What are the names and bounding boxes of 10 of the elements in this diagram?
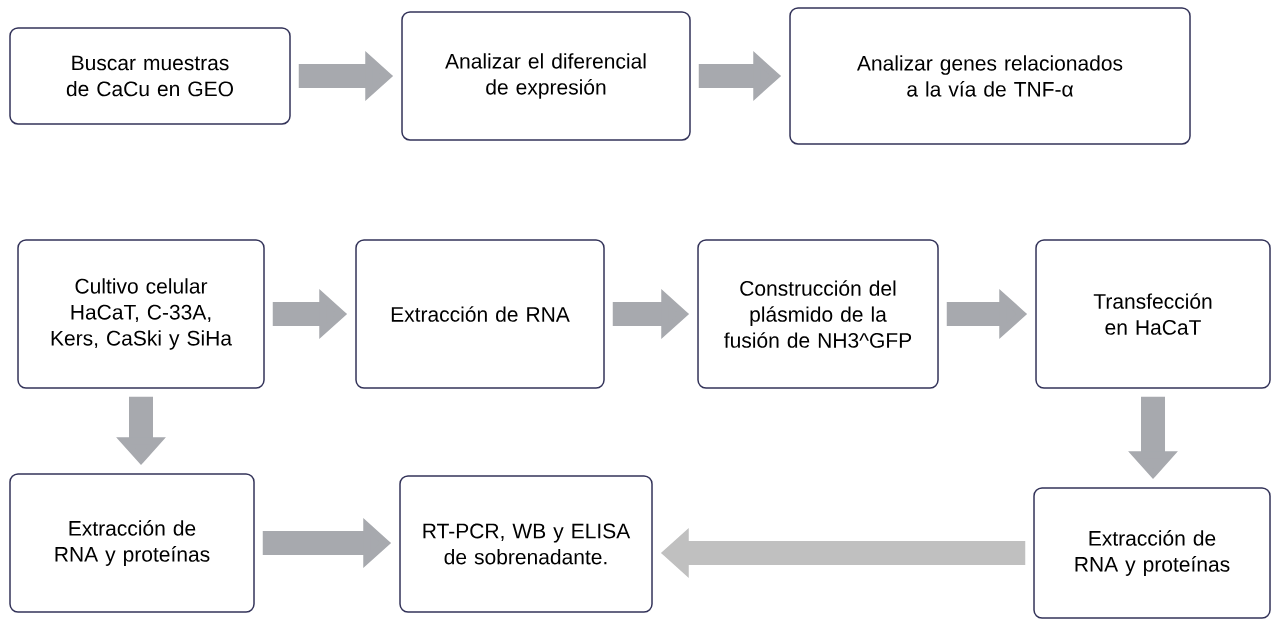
process-box: Construcción del plásmido de la fusión de NH3^GFP (697, 239, 939, 389)
process-box: Analizar el diferencial de expresión (401, 11, 691, 141)
process-box: Cultivo celular HaCaT, C-33A, Kers, CaSki y SiHa (17, 239, 265, 389)
process-box: Buscar muestras de CaCu en GEO (9, 27, 291, 125)
process-box: Extracción de RNA y proteínas (9, 473, 255, 613)
process-box: RT-PCR, WB y ELISA de sobrenadante. (399, 475, 653, 613)
process-box: Analizar genes relacionados a la vía de TNF-α (789, 7, 1191, 145)
process-box: Extracción de RNA y proteínas (1033, 487, 1271, 619)
process-box: Transfección en HaCaT (1035, 239, 1271, 389)
process-box: Extracción de RNA (355, 239, 605, 389)
